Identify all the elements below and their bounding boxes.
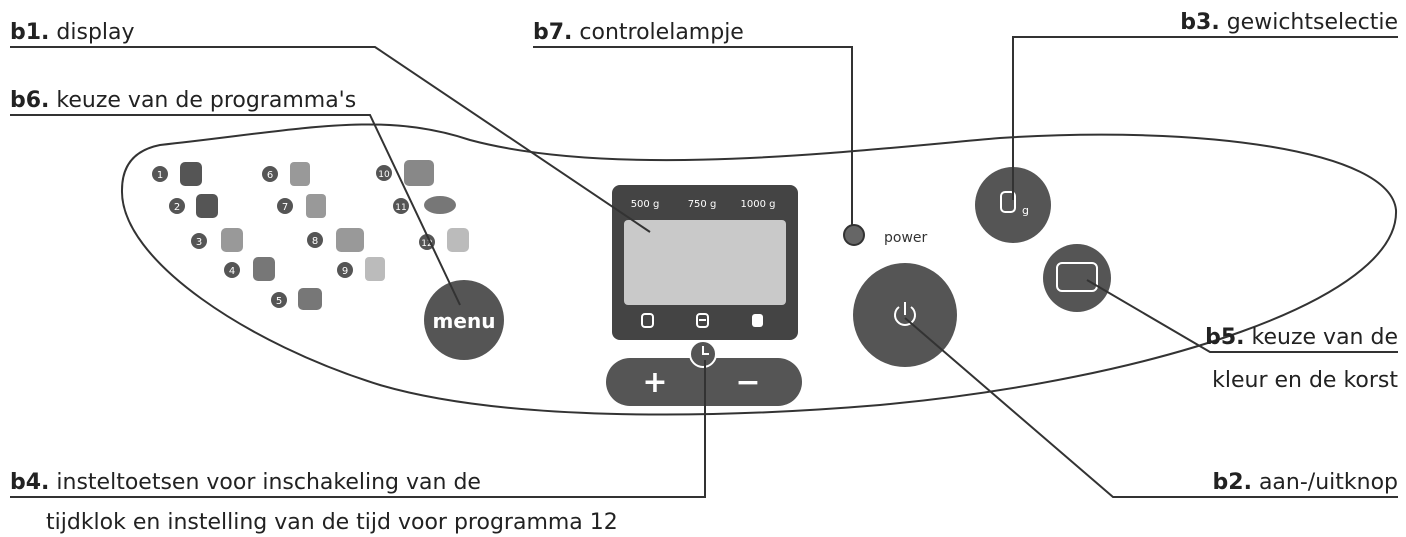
menu-label: menu <box>433 309 496 333</box>
label-b6: b6. keuze van de programma's <box>10 88 356 114</box>
weight-button[interactable] <box>975 167 1051 243</box>
label-b6-code: b6. <box>10 88 50 113</box>
program-8-icon <box>336 228 364 252</box>
callout-b1 <box>10 46 651 233</box>
crust-medium-icon <box>696 313 709 328</box>
label-b4-text: insteltoetsen voor inschakeling van de <box>49 470 481 495</box>
label-b2: b2. aan-/uitknop <box>1213 470 1398 496</box>
program-11-badge <box>393 198 409 214</box>
program-8-badge <box>307 232 323 248</box>
program-3-badge <box>191 233 207 249</box>
power-icon <box>894 302 916 326</box>
crust-light-icon <box>641 313 654 328</box>
program-12-number: 12 <box>421 239 432 249</box>
callout-b3 <box>1012 36 1398 200</box>
display-screen <box>624 220 786 305</box>
program-2-icon <box>196 194 218 218</box>
program-4-number: 4 <box>229 266 235 277</box>
program-11-icon <box>424 196 456 214</box>
label-b7: b7. controlelampje <box>533 20 744 46</box>
program-9-badge <box>337 262 353 278</box>
callout-b4 <box>10 360 706 498</box>
label-b4-line2: tijdklok en instelling van de tijd voor … <box>46 510 618 535</box>
program-2-badge <box>169 198 185 214</box>
label-b1-code: b1. <box>10 20 50 45</box>
callout-b7 <box>533 46 853 225</box>
program-7-number: 7 <box>282 202 288 213</box>
program-1-number: 1 <box>157 170 163 181</box>
program-6-badge <box>262 166 278 182</box>
program-11-number: 11 <box>395 203 406 213</box>
program-4-icon <box>253 257 275 281</box>
callout-lines <box>10 36 1398 498</box>
program-10-number: 10 <box>378 170 390 180</box>
label-b7-code: b7. <box>533 20 573 45</box>
minus-button[interactable]: − <box>735 365 760 400</box>
plus-button[interactable]: + <box>642 365 667 400</box>
label-b3-text: gewichtselectie <box>1219 10 1398 35</box>
program-4-badge <box>224 262 240 278</box>
label-b2-text: aan-/uitknop <box>1251 470 1398 495</box>
program-2-number: 2 <box>174 202 180 213</box>
weight-icon <box>1000 191 1016 213</box>
weight-suffix: g <box>1022 204 1029 217</box>
label-b5-code: b5. <box>1205 325 1245 350</box>
program-9-icon <box>365 257 385 281</box>
callout-b2 <box>904 317 1398 498</box>
menu-button[interactable] <box>424 280 504 360</box>
crust-color-icon <box>1056 262 1098 292</box>
label-b4-code: b4. <box>10 470 50 495</box>
label-b2-code: b2. <box>1212 470 1252 495</box>
program-3-number: 3 <box>196 237 202 248</box>
power-label: power <box>884 230 928 246</box>
weight-1000: 1000 g <box>741 199 776 210</box>
program-10-badge <box>376 165 392 181</box>
program-3-icon <box>221 228 243 252</box>
program-5-icon <box>298 288 322 310</box>
program-7-icon <box>306 194 326 218</box>
callout-b6 <box>10 114 461 306</box>
label-b5-line2: kleur en de korst <box>1212 368 1398 393</box>
program-5-badge <box>271 292 287 308</box>
program-9-number: 9 <box>342 266 348 277</box>
label-b5-text: keuze van de <box>1244 325 1398 350</box>
program-1-icon <box>180 162 202 186</box>
program-8-number: 8 <box>312 236 318 247</box>
crust-color-button[interactable] <box>1043 244 1111 312</box>
program-10-icon <box>404 160 434 186</box>
program-1-badge <box>152 166 168 182</box>
callout-b5 <box>1086 279 1398 353</box>
label-b5: b5. keuze van de <box>1205 325 1398 351</box>
weight-750: 750 g <box>688 199 717 210</box>
program-5-number: 5 <box>276 296 282 307</box>
program-7-badge <box>277 198 293 214</box>
weight-500: 500 g <box>631 199 660 210</box>
label-b3: b3. gewichtselectie <box>1180 10 1398 36</box>
label-b3-code: b3. <box>1180 10 1220 35</box>
label-b6-text: keuze van de programma's <box>49 88 357 113</box>
label-b1: b1. display <box>10 20 135 46</box>
program-6-number: 6 <box>267 170 273 181</box>
label-b7-text: controlelampje <box>572 20 744 45</box>
power-lamp <box>843 224 865 246</box>
program-6-icon <box>290 162 310 186</box>
crust-dark-icon <box>752 314 763 327</box>
program-12-icon <box>447 228 469 252</box>
label-b4: b4. insteltoetsen voor inschakeling van … <box>10 470 481 496</box>
program-icons <box>152 160 469 310</box>
label-b1-text: display <box>49 20 135 45</box>
